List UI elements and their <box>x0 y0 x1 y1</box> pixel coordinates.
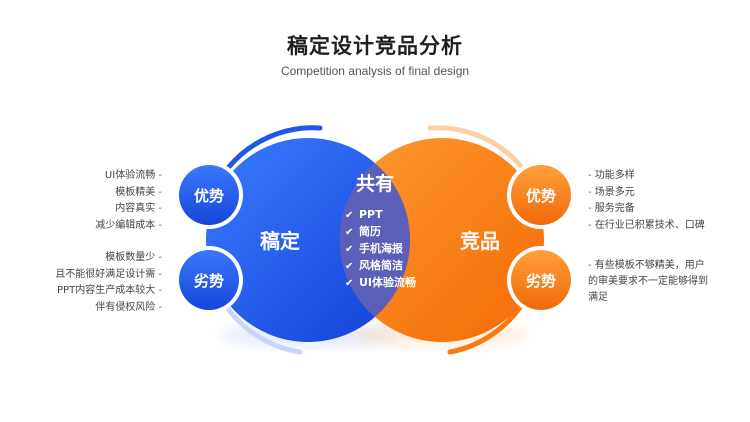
left-weakness-label: 劣势 <box>194 272 224 290</box>
right-top-arc <box>427 125 527 173</box>
left-bottom-arc <box>219 297 303 355</box>
list-item: 功能多样 <box>588 168 705 185</box>
list-item: UI体验流畅 <box>95 168 162 185</box>
common-list: PPT 简历 手机海报 风格简洁 UI体验流畅 <box>345 207 416 292</box>
list-item: 模板数量少 <box>55 250 162 267</box>
left-strength-circle <box>179 165 239 225</box>
right-strengths-list: 功能多样 场景多元 服务完备 在行业已积累技术、口碑 <box>588 168 705 234</box>
right-strength-label: 优势 <box>526 187 556 205</box>
list-item: 减少编辑成本 <box>95 218 162 235</box>
list-item: PPT内容生产成本较大 <box>55 283 162 300</box>
right-circle-label: 竞品 <box>460 229 500 253</box>
common-item: PPT <box>345 207 416 224</box>
right-weakness-text: 有些模板不够精美，用户的审美要求不一定能够得到满足 <box>588 258 708 306</box>
left-weaknesses-list: 模板数量少 且不能很好满足设计需 PPT内容生产成本较大 伴有侵权风险 <box>55 250 162 316</box>
list-item: 场景多元 <box>588 185 705 202</box>
list-item: 在行业已积累技术、口碑 <box>588 218 705 235</box>
right-strength-circle <box>511 165 571 225</box>
list-item: 内容真实 <box>95 201 162 218</box>
left-top-arc <box>225 125 323 171</box>
page-title: 稿定设计竞品分析 <box>287 34 463 58</box>
common-item: 简历 <box>345 224 416 241</box>
left-strength-label: 优势 <box>194 187 224 205</box>
list-item: 伴有侵权风险 <box>55 300 162 317</box>
list-item: 有些模板不够精美，用户的审美要求不一定能够得到满足 <box>588 258 708 306</box>
left-weakness-circle <box>179 250 239 310</box>
list-item: 模板精美 <box>95 185 162 202</box>
common-item: UI体验流畅 <box>345 275 416 292</box>
list-item: 且不能很好满足设计需 <box>55 267 162 284</box>
list-item: 服务完备 <box>588 201 705 218</box>
right-weakness-label: 劣势 <box>526 272 556 290</box>
common-title: 共有 <box>356 172 394 195</box>
right-weakness-circle <box>511 250 571 310</box>
left-strengths-list: UI体验流畅 模板精美 内容真实 减少编辑成本 <box>95 168 162 234</box>
common-item: 手机海报 <box>345 241 416 258</box>
left-circle-label: 稿定 <box>260 229 300 253</box>
common-item: 风格简洁 <box>345 258 416 275</box>
page-subtitle: Competition analysis of final design <box>280 64 470 78</box>
